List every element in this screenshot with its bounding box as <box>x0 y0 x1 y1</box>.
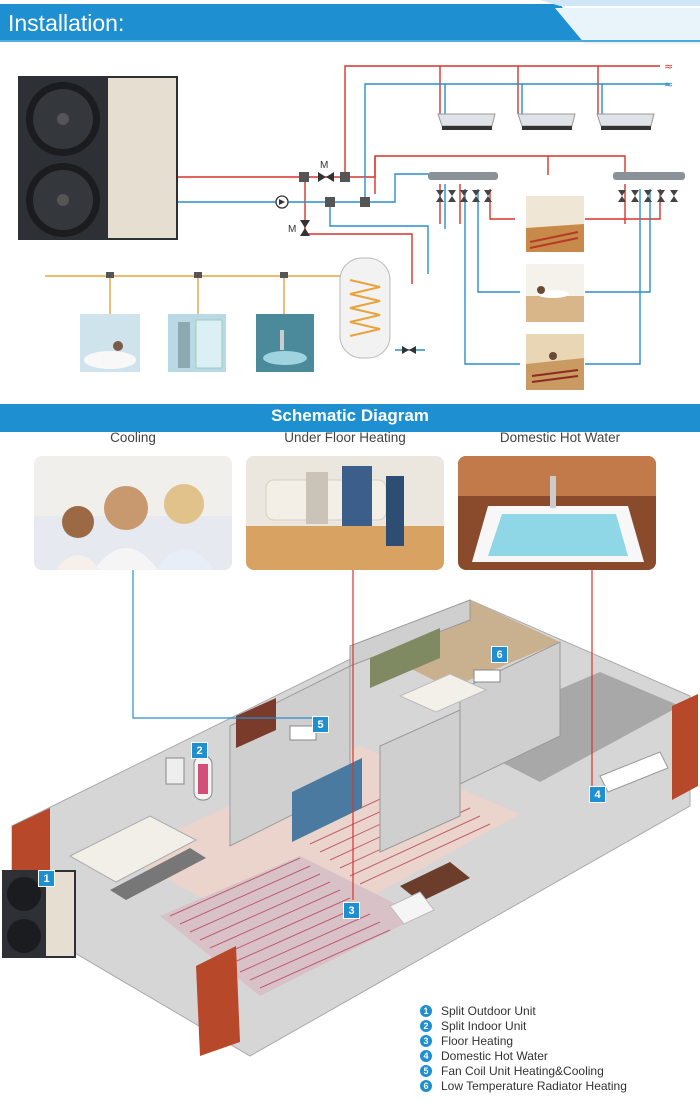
legend-item: 1 Split Outdoor Unit <box>420 1004 536 1018</box>
motor-valve-label: M <box>320 160 328 171</box>
shower-photo <box>168 314 226 372</box>
schematic-title: Schematic Diagram <box>271 406 429 425</box>
marker-5: 5 <box>312 716 329 733</box>
marker-1: 1 <box>38 870 55 887</box>
legend-number: 1 <box>420 1005 432 1017</box>
legend-item: 6 Low Temperature Radiator Heating <box>420 1079 627 1093</box>
category-label-cooling: Cooling <box>110 430 156 445</box>
header-banner <box>0 0 700 44</box>
legend-item: 2 Split Indoor Unit <box>420 1019 526 1033</box>
motor-valve-label: M <box>288 224 296 235</box>
legend-number: 6 <box>420 1080 432 1092</box>
floor-heating-room-photo <box>526 196 584 252</box>
bathtub-photo <box>80 314 140 372</box>
hot-pipes <box>178 65 661 284</box>
outdoor-unit-icon <box>18 76 178 240</box>
manifolds <box>428 172 685 180</box>
water-tank-icon <box>339 257 391 359</box>
legend-label: Split Outdoor Unit <box>441 1004 536 1018</box>
legend-label: Low Temperature Radiator Heating <box>441 1079 627 1093</box>
page-title: Installation: <box>8 10 125 36</box>
connector-lines <box>132 570 593 900</box>
category-label-hot-water: Domestic Hot Water <box>499 430 621 445</box>
legend-number: 5 <box>420 1065 432 1077</box>
legend-number: 2 <box>420 1020 432 1032</box>
marker-6: 6 <box>491 646 508 663</box>
house-schematic-illustration <box>2 599 698 1057</box>
category-label-floor-heating: Under Floor Heating <box>284 430 406 445</box>
tap-fittings <box>106 272 288 278</box>
tile-floor-room-photo <box>526 334 584 390</box>
legend-item: 5 Fan Coil Unit Heating&Cooling <box>420 1064 604 1078</box>
hot-water-bathtub-photo <box>458 456 656 570</box>
manifold-valves <box>436 190 678 202</box>
legend-number: 3 <box>420 1035 432 1047</box>
legend-item: 4 Domestic Hot Water <box>420 1049 548 1063</box>
installation-diagram: ≈ ≈ <box>18 60 685 390</box>
svg-text:≈: ≈ <box>664 60 673 73</box>
control-valves <box>275 172 416 354</box>
indoor-unit-icon <box>165 755 213 801</box>
floor-heating-family-photo <box>246 456 444 570</box>
marker-3: 3 <box>343 902 360 919</box>
fan-coil-units <box>437 113 655 130</box>
legend-label: Fan Coil Unit Heating&Cooling <box>441 1064 604 1078</box>
cold-pipes <box>178 83 670 365</box>
radiator-room-photo <box>526 264 584 322</box>
marker-2: 2 <box>191 742 208 759</box>
schematic-header-band <box>0 404 700 432</box>
sink-photo <box>256 314 314 372</box>
water-pipes <box>45 275 345 314</box>
cooling-family-photo <box>34 456 232 570</box>
svg-text:≈: ≈ <box>664 78 673 91</box>
legend-label: Domestic Hot Water <box>441 1049 548 1063</box>
legend-label: Split Indoor Unit <box>441 1019 527 1033</box>
marker-4: 4 <box>589 786 606 803</box>
legend-item: 3 Floor Heating <box>420 1034 513 1048</box>
legend-label: Floor Heating <box>441 1034 514 1048</box>
legend-number: 4 <box>420 1050 432 1062</box>
